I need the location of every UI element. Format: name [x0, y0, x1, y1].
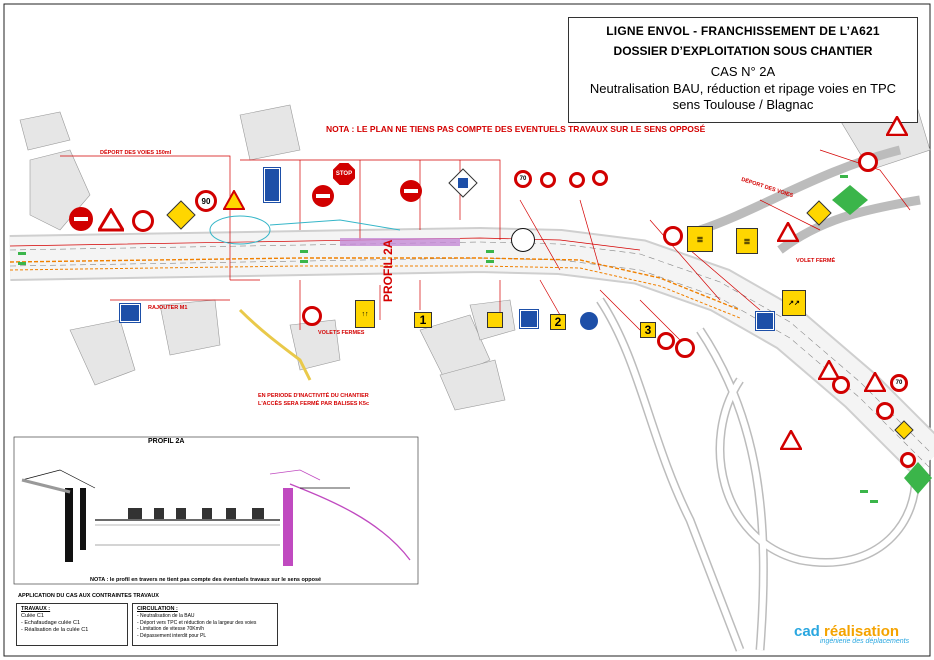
title-line-2: DOSSIER D’EXPLOITATION SOUS CHANTIER: [613, 44, 873, 58]
circulation-item: - Déport vers TPC et réduction de la lar…: [137, 619, 257, 626]
label-deport: DÉPORT DES VOIES 150ml: [100, 150, 172, 156]
warning-triangle-icon-2: [777, 222, 799, 242]
diamond-panel-icon: [448, 168, 478, 198]
no-overtaking-sign-lower: [675, 338, 695, 358]
yellow-diamond-icon-2: [894, 420, 914, 440]
circulation-header: CIRCULATION :: [137, 606, 178, 612]
title-line-5: sens Toulouse / Blagnac: [672, 97, 814, 112]
lane-panel-2: ≣: [736, 228, 758, 254]
green-panels: [832, 185, 932, 494]
travaux-item: - Réalisation de la culée C1: [21, 627, 89, 633]
circulation-item: - Limitation de vitesse 70Km/h: [137, 626, 204, 633]
profil-title: PROFIL 2A: [148, 438, 185, 445]
warning-triangle-icon-3: [886, 116, 908, 136]
logo-brand-a: cad: [794, 623, 825, 640]
circulation-item: - Dépassement interdit pour PL: [137, 633, 207, 640]
no-entry-sign: [69, 207, 93, 231]
sheet-frame: [3, 3, 931, 657]
no-overtaking-sign: [132, 210, 154, 232]
warning-sign-icon: [223, 190, 245, 210]
roadwork-panel-icon: [166, 200, 196, 230]
travaux-box: TRAVAUX : Culée C1 - Echafaudage culée C…: [16, 603, 128, 646]
circulation-box: CIRCULATION : - Neutralisation de la BAU…: [132, 603, 278, 646]
access-path: [238, 308, 312, 381]
stop-sign: STOP: [333, 163, 355, 185]
direction-panel-icon: [263, 167, 281, 203]
end-restriction-sign: [511, 228, 535, 252]
no-overtaking-sign-4: [832, 376, 850, 394]
lane-panel-lower: ↑↑: [355, 300, 375, 328]
warning-triangle-icon: [98, 208, 124, 232]
no-entry-sign-lower: [302, 306, 322, 326]
blue-panel-crossed: [519, 309, 539, 329]
profil-nota: NOTA : le profil en travers ne tient pas…: [90, 577, 322, 583]
prohibition-sign-2: [569, 172, 585, 188]
profil-box: [13, 436, 419, 585]
warning-triangle-icon-4: [818, 360, 840, 380]
circulation-item: - Neutralisation de la BAU: [137, 612, 195, 619]
prohibition-sign-lower: [657, 332, 675, 350]
travaux-item: - Echafaudage culée C1: [21, 620, 81, 626]
mandatory-direction-sign: [580, 312, 598, 330]
panel-number-small: [487, 312, 503, 328]
label-rajouter: RAJOUTER M1: [148, 305, 188, 311]
label-volets: VOLETS FERMES: [318, 330, 365, 336]
work-zone: [340, 238, 460, 246]
title-line-3: CAS N° 2A: [710, 64, 776, 79]
logo-tagline: ingénierie des déplacements: [820, 638, 910, 645]
travaux-header: TRAVAUX :: [21, 606, 51, 612]
lane-panel-right: ↗↗: [782, 290, 806, 316]
profil-2a-marker: PROFIL 2A: [381, 239, 395, 302]
panel-number-2: 2: [550, 314, 566, 330]
logo-brand-b: réalisation: [824, 623, 900, 640]
no-overtaking-sign-3: [858, 152, 878, 172]
speed-limit-sign-3: 70: [890, 374, 908, 392]
title-line-4: Neutralisation BAU, réduction et ripage …: [589, 81, 897, 96]
profil-section: [21, 469, 411, 566]
lane-arrows: [18, 175, 878, 503]
cad-realisation-logo: cad réalisation ingénierie des déplaceme…: [794, 623, 909, 645]
no-entry-sign-2: [312, 185, 334, 207]
prohibition-sign: [540, 172, 556, 188]
no-overtaking-sign-2: [663, 226, 683, 246]
panel-number-3: 3: [640, 322, 656, 338]
panel-number-1: 1: [414, 312, 432, 328]
speed-limit-sign: 90: [195, 190, 217, 212]
no-entry-sign-3: [400, 180, 422, 202]
yellow-diamond-icon: [806, 200, 832, 226]
label-inactivite: EN PERIODE D'INACTIVITÉ DU CHANTIER L'AC…: [258, 393, 370, 407]
blue-info-panel: [119, 303, 141, 323]
roundabout: [209, 215, 401, 245]
prohibition-sign-3: [592, 170, 608, 186]
blue-panel-crossed-2: [755, 311, 775, 331]
prohibition-sign-right: [876, 402, 894, 420]
travaux-item: Culée C1: [21, 613, 44, 619]
prohibition-sign-right-2: [900, 452, 916, 468]
label-volet-ferme: VOLET FERMÉ: [796, 258, 836, 264]
warning-triangle-icon-6: [780, 430, 802, 450]
warning-triangle-icon-5: [864, 372, 886, 392]
nota-main: NOTA : LE PLAN NE TIENS PAS COMPTE DES E…: [326, 124, 706, 134]
application-title: APPLICATION DU CAS AUX CONTRAINTES TRAVA…: [18, 593, 159, 599]
title-block: LIGNE ENVOL - FRANCHISSEMENT DE L’A621 D…: [568, 17, 918, 123]
speed-limit-sign-2: 70: [514, 170, 532, 188]
title-line-1: LIGNE ENVOL - FRANCHISSEMENT DE L’A621: [606, 24, 880, 38]
lane-reduction-panel: ≣: [687, 226, 713, 252]
